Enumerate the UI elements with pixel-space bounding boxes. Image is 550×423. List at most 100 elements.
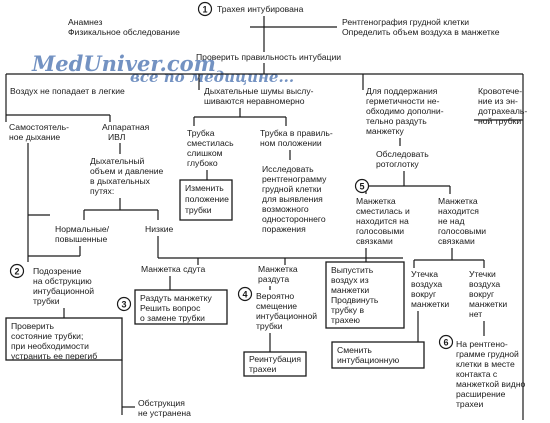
step-6-number: 6 — [443, 338, 448, 348]
exam-label: Физикальное обследование — [68, 27, 180, 37]
deep-1: Трубка — [187, 128, 215, 138]
change-pos-box — [179, 179, 233, 221]
xray-2: рентгенограмму — [262, 174, 327, 184]
reintub-box — [243, 351, 307, 377]
seal-4: тельно раздуть — [366, 116, 427, 126]
not-cords-2: находится — [438, 206, 479, 216]
step-1-marker — [197, 1, 213, 17]
leak-2: воздуха — [411, 279, 442, 289]
release-box — [325, 261, 405, 329]
xray-ext-5: манжеткой видно — [456, 379, 526, 389]
vol-label-1: Дыхательный — [90, 156, 145, 166]
leak-4: манжетки — [411, 299, 449, 309]
not-cords-5: связками — [438, 236, 475, 246]
step-2-number: 2 — [14, 267, 19, 277]
oro-1: Обследовать — [376, 149, 429, 159]
at-cords-4: голосовыми — [356, 226, 404, 236]
suspect-label-4: трубки — [33, 296, 60, 306]
leak-1: Утечка — [411, 269, 438, 279]
seal-3: обходимо дополни- — [366, 106, 444, 116]
cuff-up-1: Манжетка — [258, 264, 298, 274]
vol-label-4: путях: — [90, 186, 114, 196]
breath-label-2: шиваются неравномерно — [204, 96, 305, 106]
oro-2: ротоглотку — [376, 159, 419, 169]
release-2: воздух из — [331, 275, 369, 285]
check-tube-4: устранить ее перегиб — [11, 351, 97, 361]
deep-3: слишком — [187, 148, 223, 158]
seal-2: герметичности не- — [366, 96, 440, 106]
bleed-3: дотрахеаль- — [478, 106, 527, 116]
xray-4: для выявления — [262, 194, 323, 204]
normal-label-1: Нормальные/ — [55, 224, 110, 234]
rightpos-1: Трубка в правиль- — [260, 128, 333, 138]
suspect-label-1: Подозрение — [33, 266, 82, 276]
check-intubation-label: Проверить правильность интубации — [196, 52, 341, 62]
noleak-2: воздуха — [469, 279, 500, 289]
leak-3: вокруг — [411, 289, 436, 299]
ivl-label-1: Аппаратная — [102, 122, 150, 132]
check-tube-box — [5, 317, 123, 361]
step-4-marker — [237, 286, 253, 302]
obstr-label-1: Обструкция — [138, 398, 185, 408]
noleak-3: вокруг — [469, 289, 494, 299]
change-tube-2: интубационную — [337, 355, 400, 365]
at-cords-3: находится на — [356, 216, 409, 226]
change-tube-box — [331, 341, 425, 369]
watermark-site: MedUniver.com — [31, 51, 216, 76]
release-5: трубку в — [331, 305, 364, 315]
bleed-1: Кровотече- — [478, 86, 522, 96]
xray-ext-2: грамме грудной — [456, 349, 519, 359]
deep-2: сместилась — [187, 138, 234, 148]
noleak-1: Утечки — [469, 269, 496, 279]
step-3-marker — [116, 296, 132, 312]
no-air-label: Воздух не попадает в легкие — [10, 86, 125, 96]
check-tube-1: Проверить — [11, 321, 54, 331]
release-4: Продвинуть — [331, 295, 379, 305]
noleak-5: нет — [469, 309, 482, 319]
displace-3: интубационной — [256, 311, 317, 321]
suspect-label-2: на обструкцию — [33, 276, 92, 286]
displace-2: смещение — [256, 301, 297, 311]
step-1-number: 1 — [202, 5, 207, 15]
cuff-up-2: раздута — [258, 274, 289, 284]
release-6: трахею — [331, 315, 360, 325]
watermark-tagline: все по медицине... — [130, 68, 294, 86]
seal-1: Для поддержания — [366, 86, 438, 96]
check-tube-3: при необходимости — [11, 341, 89, 351]
step-5-marker — [354, 178, 370, 194]
low-label: Низкие — [145, 224, 174, 234]
not-cords-4: голосовыми — [438, 226, 486, 236]
xray-ext-6: расширение — [456, 389, 506, 399]
inflate-box — [134, 289, 228, 325]
spont-label-2: ное дыхание — [9, 132, 60, 142]
rightpos-2: ном положении — [260, 138, 322, 148]
inflate-3: о замене трубки — [140, 313, 205, 323]
normal-label-2: повышенные — [55, 234, 108, 244]
reintub-1: Реинтубация — [249, 354, 301, 364]
cuff-volume-label: Определить объем воздуха в манжетке — [342, 27, 500, 37]
change-pos-3: трубки — [185, 205, 212, 215]
spont-label-1: Самостоятель- — [9, 122, 69, 132]
bleed-2: ние из эн- — [478, 96, 518, 106]
xray-3: грудной клетки — [262, 184, 322, 194]
displace-4: трубки — [256, 321, 283, 331]
xray-ext-1: На рентгено- — [456, 339, 508, 349]
at-cords-1: Манжетка — [356, 196, 396, 206]
deep-4: глубоко — [187, 158, 218, 168]
bleed-4: ной трубки — [478, 116, 521, 126]
step-6-marker — [438, 334, 454, 350]
at-cords-2: сместилась и — [356, 206, 410, 216]
inflate-2: Решить вопрос — [140, 303, 201, 313]
step-2-marker — [9, 263, 25, 279]
check-tube-2: состояние трубки; — [11, 331, 83, 341]
xray-6: одностороннего — [262, 214, 326, 224]
ivl-label-2: ИВЛ — [108, 132, 125, 142]
change-tube-1: Сменить — [337, 345, 372, 355]
cuff-down-label: Манжетка сдута — [141, 264, 206, 274]
title-intubated: Трахея интубирована — [217, 4, 304, 14]
xray-ext-7: трахеи — [456, 399, 483, 409]
obstr-label-2: не устранена — [138, 408, 191, 418]
not-cords-1: Манжетка — [438, 196, 478, 206]
xray-5: возможного — [262, 204, 309, 214]
